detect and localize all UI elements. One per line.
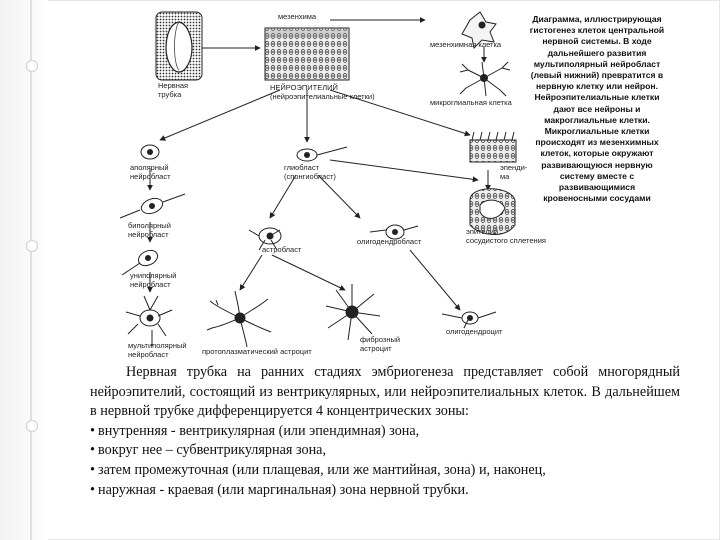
label-bipolar-neuroblast: биполярный нейробласт [128,221,171,239]
label-apolar-neuroblast: аполярный нейробласт [130,163,171,181]
decoration-rail [30,0,32,540]
label-oligodendrocyte: олигодендроцит [446,327,503,336]
list-item: •затем промежуточная (или плащевая, или … [90,461,546,478]
label-astroblast: астробласт [262,245,302,254]
oligodendroblast-figure [369,224,419,240]
body-text: Нервная трубка на ранних стадиях эмбриог… [90,363,680,500]
list-item: •наружная - краевая (или маргинальная) з… [90,481,469,498]
label-mesenchyme: мезенхима [278,12,317,21]
label-ependyma: эпенди- ма [500,163,528,181]
label-oligodendroblast: олигодендробласт [357,237,422,246]
astroblast-figure [248,227,282,251]
list-item: •вокруг нее – субвентрикулярная зона, [90,442,327,459]
zones-list: •внутренняя - вентрикулярная (или эпенди… [90,422,680,500]
label-neural-tube: Нервная трубка [158,81,189,99]
label-fibrous-astrocyte: фиброзный астроцит [360,335,401,353]
histogenesis-diagram [119,11,517,348]
ependyma-figure [469,131,517,163]
label-microglial-cell: микроглиальная клетка [430,98,512,107]
multipolar-neuroblast-figure [125,295,173,346]
label-neuroepithelium: НЕЙРОЭПИТЕЛИЙ (нейроэпителиальные клетки… [270,83,375,101]
label-mesenchymal-cell: мезенхимная клетка [430,40,502,49]
label-protoplasmic-astrocyte: протоплазматический астроцит [202,347,312,356]
glioblast-figure [296,146,348,162]
mesenchymal-cell-figure [461,11,497,50]
intro-paragraph: Нервная трубка на ранних стадиях эмбриог… [90,364,680,420]
microglial-cell-figure [459,61,511,97]
protoplasmic-astrocyte-figure [206,290,272,348]
label-glioblast: глиобласт (спонгиобласт) [284,163,336,181]
decoration-dot [26,60,38,72]
apolar-neuroblast-figure [140,144,160,160]
decoration-dot [26,420,38,432]
neuroepithelium-figure [264,27,350,81]
label-multipolar-neuroblast: мультиполярный нейробласт [128,341,187,359]
diagram-caption: Диаграмма, иллюстрирующая гистогенез кле… [529,14,665,204]
decoration-dot [26,240,38,252]
fibrous-astrocyte-figure [325,284,381,341]
choroid-epithelium-figure [469,188,516,235]
oligodendrocyte-figure [441,311,497,329]
neural-tube-figure [155,11,203,81]
list-item: •внутренняя - вентрикулярная (или эпенди… [90,422,420,439]
label-unipolar-neuroblast: униполярный нейробласт [130,271,177,289]
unipolar-neuroblast-figure [121,249,159,276]
slide-decoration [0,0,48,540]
label-choroid-epithelium: эпителий сосудистого сплетения [466,227,546,245]
lineage-arrows [147,89,491,311]
bipolar-neuroblast-figure [119,193,186,219]
